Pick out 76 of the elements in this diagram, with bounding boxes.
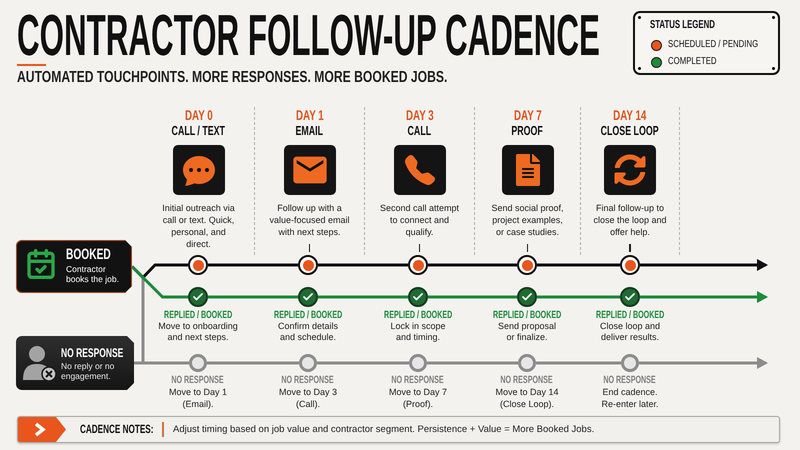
card-heading: BOOKED — [66, 247, 111, 263]
status-label: REPLIED / BOOKED — [384, 309, 452, 321]
step-note: End cadence. Re-enter later. — [600, 386, 660, 410]
status-label: NO RESPONSE — [282, 374, 334, 386]
legend-title: STATUS LEGEND — [650, 18, 715, 32]
connector-line — [428, 296, 517, 298]
connector-line — [318, 296, 408, 298]
subtitle: AUTOMATED TOUCHPOINTS. MORE RESPONSES. MORE BOOKED JOBS. — [17, 70, 448, 86]
notes-text: Adjust timing based on job value and contractor segment. Persistence + Value = More Booked Jobs. — [173, 423, 594, 436]
ring-marker — [189, 354, 207, 372]
connector-line — [207, 362, 299, 364]
check-marker — [517, 287, 537, 307]
day-label: DAY 0 — [184, 107, 212, 123]
status-label: REPLIED / BOOKED — [274, 309, 342, 321]
connector-line — [427, 362, 518, 364]
connector-line — [428, 264, 517, 266]
check-marker — [620, 287, 640, 307]
check-marker — [188, 287, 208, 307]
status-label: REPLIED / BOOKED — [596, 309, 664, 321]
ring-marker — [518, 354, 536, 372]
connector-line — [134, 362, 189, 364]
day-label: DAY 14 — [613, 107, 647, 123]
status-card — [16, 336, 134, 390]
step-description: Follow up with a value-focused email with next steps. — [268, 202, 351, 238]
step-description: Initial outreach via call or text. Quick, personal, and direct. — [161, 202, 236, 250]
connector-line — [318, 264, 408, 266]
status-label: NO RESPONSE — [500, 374, 554, 386]
step-note: Lock in scope and timing. — [389, 321, 447, 343]
step-note: Send proposal or finalize. — [496, 321, 558, 343]
title: CONTRACTOR FOLLOW-UP CADENCE — [17, 11, 600, 61]
arrow — [640, 259, 768, 271]
arrow — [639, 357, 768, 369]
card-text: Contractor books the job. — [66, 264, 120, 284]
step-title: EMAIL — [296, 123, 324, 139]
card-heading: NO RESPONSE — [61, 345, 124, 361]
legend-text: SCHEDULED / PENDING — [668, 38, 758, 52]
step-note: Move to Day 1 (Email). — [168, 386, 228, 410]
status-card — [16, 240, 132, 293]
notes-heading: CADENCE NOTES: — [80, 422, 154, 437]
check-marker — [408, 287, 428, 307]
step-description: Final follow-up to close the loop and offer help. — [592, 202, 668, 238]
step-title: CALL / TEXT — [172, 123, 226, 139]
step-note: Close loop and deliver results. — [598, 321, 662, 343]
step-description: Send social proof, project examples, or case studies. — [490, 202, 565, 238]
step-title: CLOSE LOOP — [601, 123, 659, 139]
ring-marker — [299, 354, 317, 372]
step-title: PROOF — [512, 123, 544, 139]
step-note: Confirm details and schedule. — [276, 321, 340, 343]
status-label: NO RESPONSE — [172, 374, 224, 386]
status-label: NO RESPONSE — [392, 374, 444, 386]
connector-line — [537, 264, 620, 266]
step-note: Move to Day 3 (Call). — [278, 386, 338, 410]
step-note: Move to onboarding and next steps. — [157, 321, 239, 343]
day-label: DAY 7 — [514, 107, 542, 123]
connector-line — [130, 265, 188, 298]
connector-line — [536, 362, 621, 364]
step-description: Second call attempt to connect and qualify. — [378, 202, 460, 238]
ring-marker — [409, 354, 427, 372]
check-marker — [298, 287, 318, 307]
status-label: NO RESPONSE — [604, 374, 656, 386]
legend-text: COMPLETED — [668, 55, 717, 69]
day-label: DAY 1 — [296, 107, 324, 123]
status-label: REPLIED / BOOKED — [492, 309, 562, 321]
step-note: Move to Day 14 (Close Loop). — [494, 386, 560, 410]
day-label: DAY 3 — [406, 107, 434, 123]
connector-line — [317, 362, 409, 364]
step-title: CALL — [408, 123, 432, 139]
arrow — [640, 291, 768, 303]
connector-line — [537, 296, 620, 298]
status-label: REPLIED / BOOKED — [164, 309, 232, 321]
connector-line — [208, 264, 298, 266]
card-text: No reply or no engagement. — [61, 361, 116, 381]
notes-bar — [17, 416, 780, 443]
connector-line — [208, 296, 298, 298]
step-note: Move to Day 7 (Proof). — [388, 386, 448, 410]
ring-marker — [621, 354, 639, 372]
